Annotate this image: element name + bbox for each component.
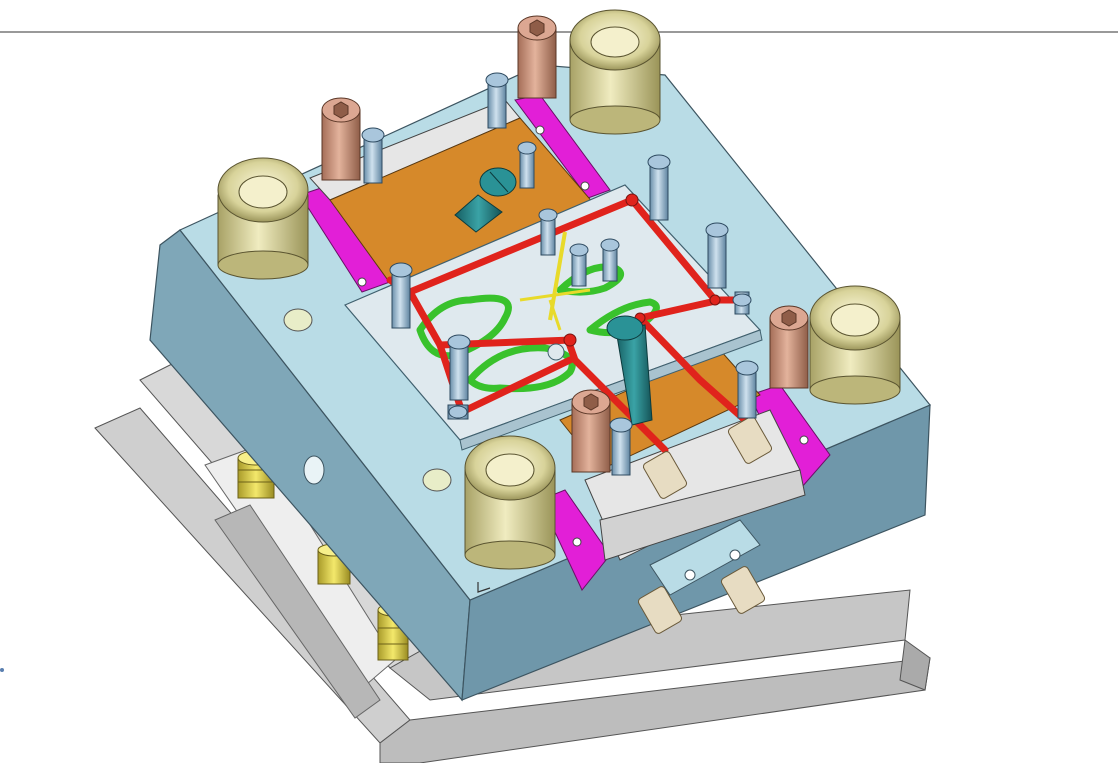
cap-screw-1 [485, 72, 509, 129]
cap-screw-4 [705, 222, 729, 289]
socket-screw-bottom [571, 389, 611, 473]
datum-corner-mark [477, 582, 491, 593]
ejector-slot-inner [214, 504, 381, 719]
socket-screw-top [517, 15, 557, 99]
plate-dowel-hole-1 [283, 308, 313, 332]
cap-screw-6 [447, 334, 471, 401]
cap-screw-3 [647, 154, 671, 221]
cap-screw-9 [517, 141, 537, 189]
cap-screw-2 [361, 127, 385, 184]
cap-screws [361, 72, 759, 476]
plate-dowel-hole-2 [422, 468, 452, 492]
cooling-channel-plugs [563, 193, 721, 347]
guide-bushing-bottom [464, 435, 556, 570]
cap-screw-12 [600, 238, 620, 282]
slide-block-bottom-face [599, 469, 806, 561]
core-pin-bottom [606, 315, 653, 426]
side-water-port [303, 455, 325, 485]
edge-marker [0, 668, 4, 672]
cavity-plate-edge [459, 329, 763, 451]
water-fittings [637, 416, 773, 634]
sprue-gate [519, 231, 591, 361]
guide-bushing-right [809, 285, 901, 405]
guide-bushing-top-right [569, 9, 661, 135]
socket-screw-left [321, 97, 361, 181]
guide-bushing-left [217, 157, 309, 280]
cap-screw-8 [609, 417, 633, 476]
core-pin-top [454, 167, 517, 233]
socket-screw-right [769, 305, 809, 389]
cap-screw-10 [538, 208, 558, 256]
cap-screw-7 [735, 360, 759, 419]
base-plate-right [899, 639, 931, 691]
manifold-block [649, 519, 761, 596]
cap-screw-5 [389, 262, 413, 329]
cap-screw-13 [732, 291, 752, 315]
cap-screw-11 [569, 243, 589, 287]
cap-screw-14 [447, 404, 469, 420]
slide-inserts [309, 99, 806, 561]
